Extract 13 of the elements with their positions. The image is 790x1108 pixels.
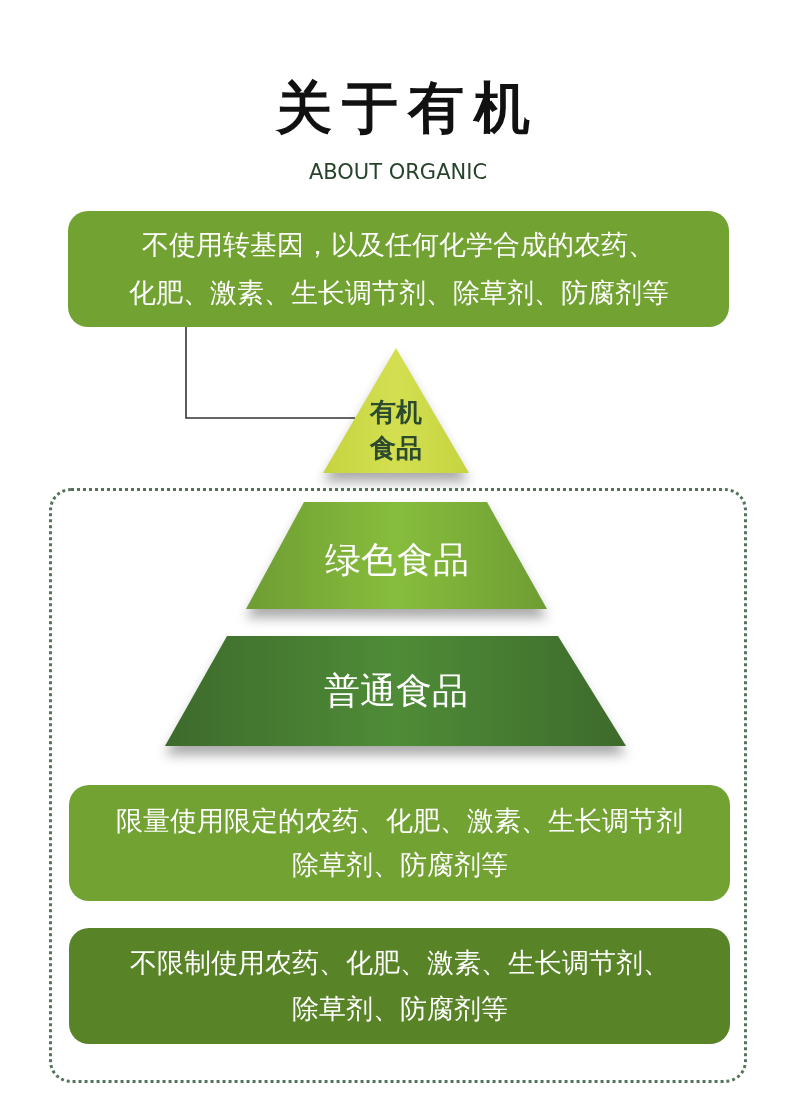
tier-label: 绿色食品 xyxy=(324,538,469,582)
description-text: 不使用转基因，以及任何化学合成的农药、化肥、激素、生长调节剂、除草剂、防腐剂等 xyxy=(127,228,670,310)
info-box xyxy=(69,928,730,1044)
subtitle: ABOUT ORGANIC xyxy=(308,160,488,185)
info-box xyxy=(68,211,729,327)
tier-label: 普通食品 xyxy=(323,669,468,713)
info-box xyxy=(69,785,730,901)
dotted-frame xyxy=(49,488,747,1083)
connector-line xyxy=(185,326,356,419)
tier-label: 有机食品 xyxy=(368,396,423,465)
description-text: 限量使用限定的农药、化肥、激素、生长调节剂除草剂、防腐剂等 xyxy=(115,804,684,882)
description-text: 不限制使用农药、化肥、激素、生长调节剂、除草剂、防腐剂等 xyxy=(128,946,671,1026)
title: 关于有机 xyxy=(276,74,540,140)
